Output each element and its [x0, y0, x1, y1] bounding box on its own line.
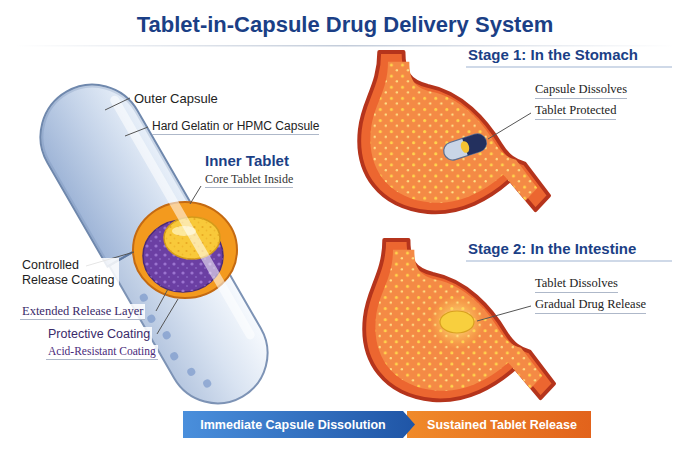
band-label: Immediate Capsule Dissolution: [200, 418, 385, 432]
part-label: Hard Gelatin or HPMC Capsule: [152, 119, 319, 135]
stage-label: Gradual Drug Release: [535, 297, 646, 314]
heading-rule: [466, 260, 672, 261]
capsule-bead: [161, 330, 172, 341]
capsule-bead: [186, 366, 197, 377]
capsule-bead: [202, 378, 213, 389]
part-heading: Inner Tablet: [205, 152, 289, 170]
capsule-bead: [169, 351, 180, 362]
stomach-wall: [364, 240, 554, 400]
small-capsule: [441, 132, 488, 163]
leader-line: [105, 98, 130, 110]
part-label: Acid-Resistant Coating: [46, 345, 158, 360]
flow-band: Sustained Tablet Release: [407, 411, 591, 438]
title: Tablet-in-Capsule Drug Delivery System: [15, 12, 675, 38]
tablet-peek: [459, 140, 470, 154]
release-glow: [430, 295, 484, 349]
band-label: Sustained Tablet Release: [427, 418, 577, 432]
stage-label: Tablet Protected: [535, 103, 616, 120]
heading-rule: [466, 66, 672, 67]
stage-label: Tablet Dissolves: [535, 276, 618, 293]
stomach-lining: [370, 62, 537, 203]
stomach-texture: [375, 250, 542, 391]
band-fill: [407, 411, 591, 438]
stomach-wall: [359, 52, 549, 212]
leader-line: [477, 306, 531, 321]
leader-line: [125, 127, 148, 136]
dissolving-tablet: [440, 311, 474, 333]
stage-heading: Stage 1: In the Stomach: [468, 46, 638, 64]
stomach-texture: [370, 62, 537, 203]
flow-band: Immediate Capsule Dissolution: [183, 411, 415, 438]
capsule-half: [441, 132, 488, 163]
band-fill: [183, 411, 415, 438]
stage-label: Capsule Dissolves: [535, 82, 627, 99]
leader-line: [156, 289, 168, 311]
part-label: Extended Release Layer: [20, 304, 145, 320]
capsule-bead: [138, 292, 149, 303]
capsule-bead: [146, 313, 157, 324]
part-label: Core Tablet Inside: [205, 172, 293, 188]
part-label: Protective Coating: [46, 327, 152, 342]
stomach: [364, 240, 554, 400]
part-label: Controlled Release Coating: [20, 258, 119, 288]
part-label: Outer Capsule: [134, 91, 218, 107]
leader-line: [190, 186, 201, 204]
stomach: [359, 52, 549, 212]
stomach-lining: [375, 250, 542, 391]
leader-line: [157, 299, 178, 334]
stage-heading: Stage 2: In the Intestine: [468, 240, 636, 258]
leader-line: [488, 113, 531, 139]
